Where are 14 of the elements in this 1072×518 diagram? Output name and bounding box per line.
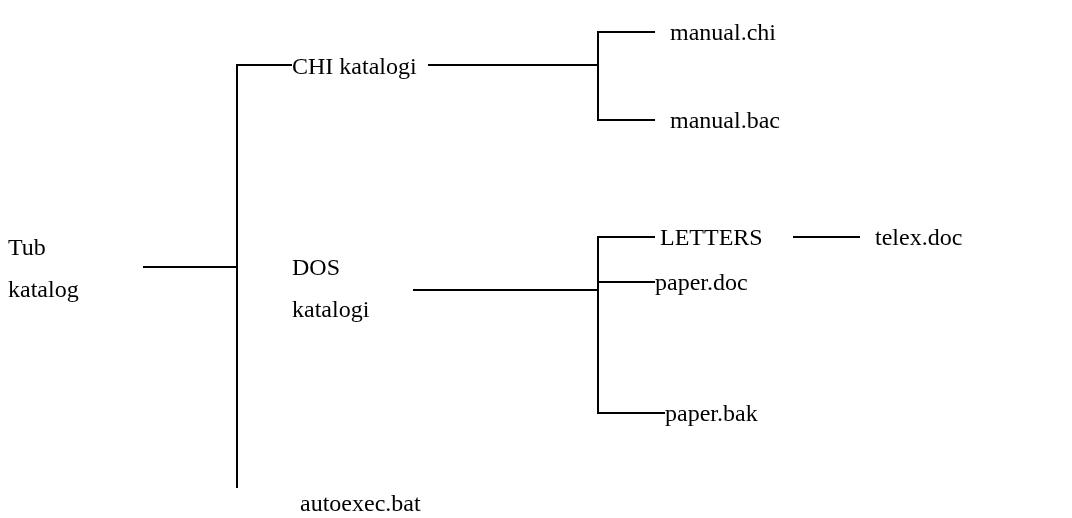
- directory-label: autoexec.bat: [300, 489, 422, 518]
- directory-label: DOS katalogi: [292, 253, 371, 324]
- tree-connector: [792, 236, 861, 238]
- directory-label: LETTERS: [660, 223, 764, 252]
- directory-label: manual.bac: [670, 106, 781, 135]
- directory-label: CHI katalogi: [292, 52, 418, 81]
- tree-connector: [142, 266, 238, 489]
- tree-connector: [427, 64, 656, 121]
- directory-label: Tub katalog: [8, 233, 80, 304]
- directory-label: manual.chi: [670, 18, 777, 47]
- directory-label: paper.bak: [665, 399, 759, 428]
- directory-label: paper.doc: [655, 268, 749, 297]
- tree-connector: [412, 289, 666, 414]
- directory-label: telex.doc: [875, 223, 964, 252]
